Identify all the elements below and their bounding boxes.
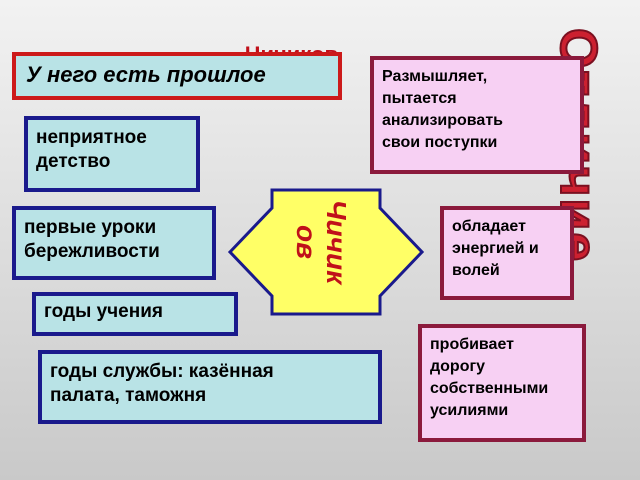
double-arrow-icon xyxy=(228,188,424,316)
left-box-childhood: неприятное детство xyxy=(24,116,200,192)
left-box-text-line2: детство xyxy=(36,151,111,172)
center-name-line1: Чичик xyxy=(321,199,352,285)
left-box-text-line1: годы учения xyxy=(44,301,163,322)
right-box-energy: обладает энергией и волей xyxy=(440,206,574,300)
right-box-text-line: обладает xyxy=(452,218,526,235)
double-arrow-shape xyxy=(228,188,424,316)
right-box-text-line: пробивает xyxy=(430,336,514,353)
right-box-reflects: Размышляет, пытается анализировать свои … xyxy=(370,56,584,174)
right-box-text-line: Размышляет, xyxy=(382,68,488,85)
header-box: У него есть прошлое xyxy=(12,52,342,100)
left-box-service: годы службы: казённая палата, таможня xyxy=(38,350,382,424)
left-box-text-line2: палата, таможня xyxy=(50,385,207,406)
left-box-thrift: первые уроки бережливости xyxy=(12,206,216,280)
left-box-study: годы учения xyxy=(32,292,238,336)
center-name-label: Чичик ов xyxy=(267,192,375,292)
right-box-text-line: пытается xyxy=(382,90,457,107)
center-name-line2: ов xyxy=(291,224,322,259)
left-box-text-line1: первые уроки xyxy=(24,217,157,238)
right-box-text-line: собственными xyxy=(430,380,549,397)
right-box-text-line: волей xyxy=(452,262,500,279)
right-box-text-line: анализировать xyxy=(382,112,503,129)
right-box-text-line: дорогу xyxy=(430,358,486,375)
right-box-text-line: свои поступки xyxy=(382,134,498,151)
right-box-self-made: пробивает дорогу собственными усилиями xyxy=(418,324,586,442)
left-box-text-line1: неприятное xyxy=(36,127,147,148)
right-box-text-line: усилиями xyxy=(430,402,509,419)
left-box-text-line2: бережливости xyxy=(24,241,160,262)
right-box-text-line: энергией и xyxy=(452,240,539,257)
left-box-text-line1: годы службы: казённая xyxy=(50,361,274,382)
